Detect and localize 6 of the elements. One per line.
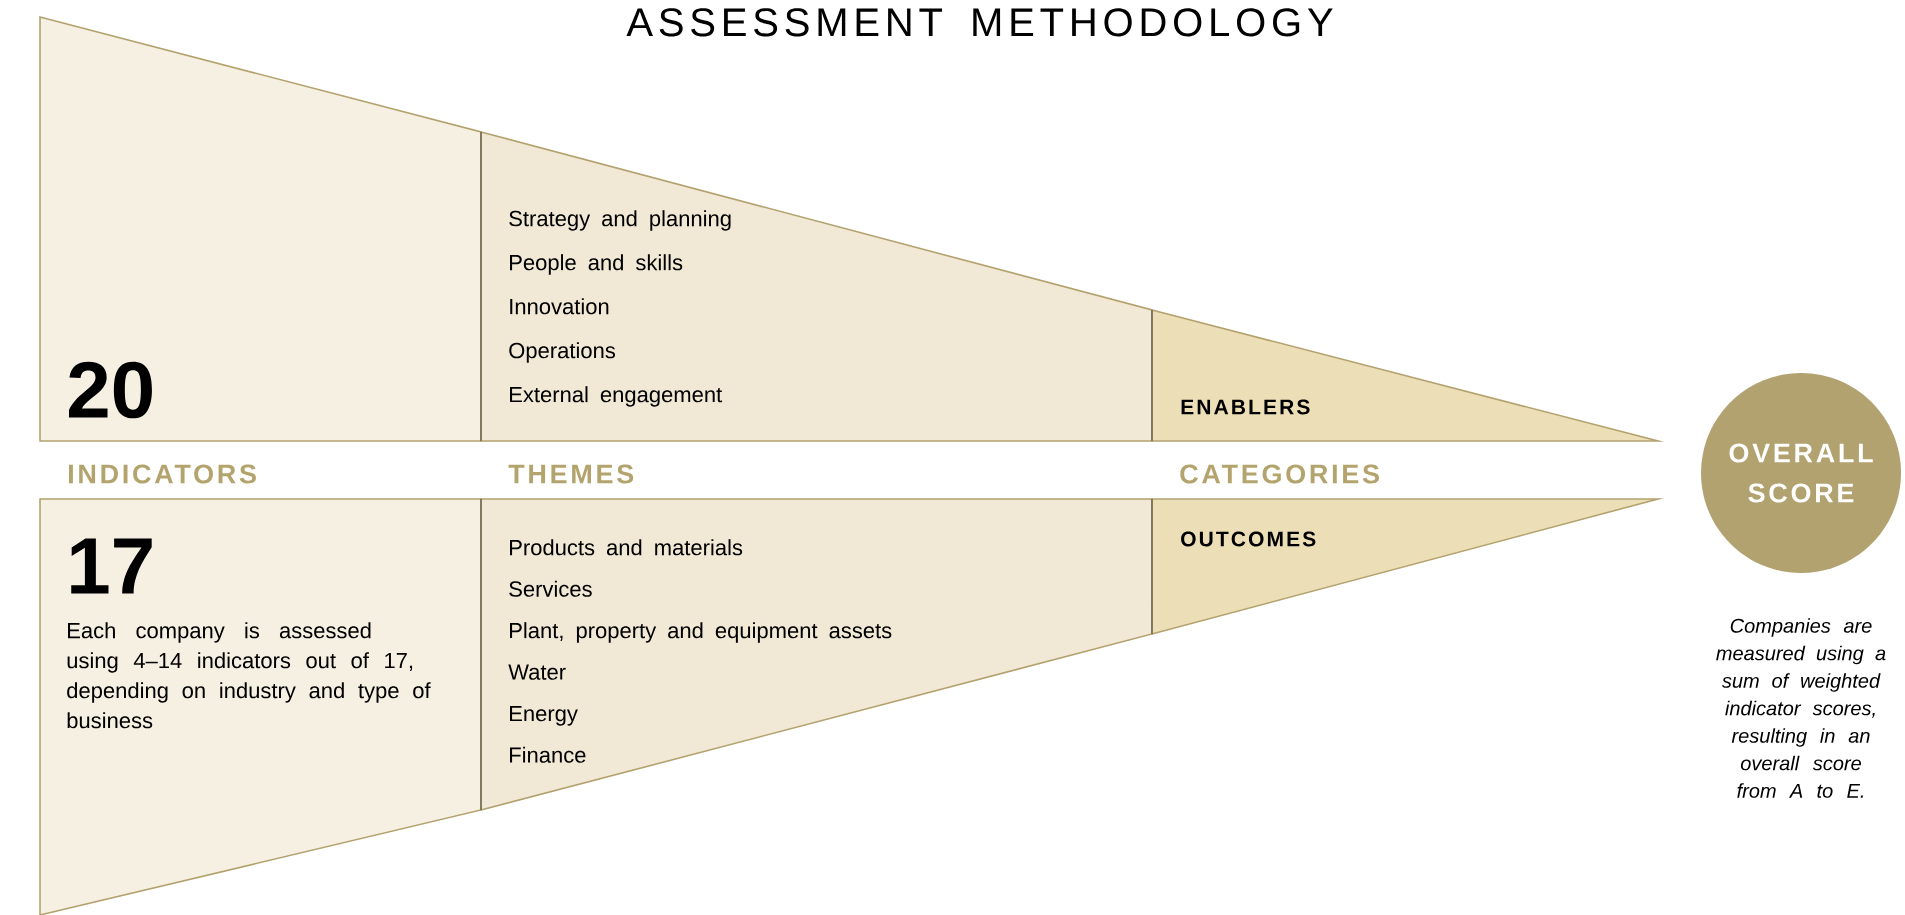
- description-text: Companies are measured using a sum of weighted indicator scores, resulting in an overall score from A to E.: [1716, 618, 1886, 798]
- title: ASSESSMENT METHODOLOGY: [626, 8, 1333, 37]
- column-heading: THEMES: [508, 464, 634, 484]
- column-heading: CATEGORIES: [1180, 464, 1379, 484]
- indicator-panel: 17 Each company is assessed using 4–14 indicators out of 17, depending on industry and type of business: [39, 498, 482, 915]
- column-heading: INDICATORS: [69, 464, 256, 484]
